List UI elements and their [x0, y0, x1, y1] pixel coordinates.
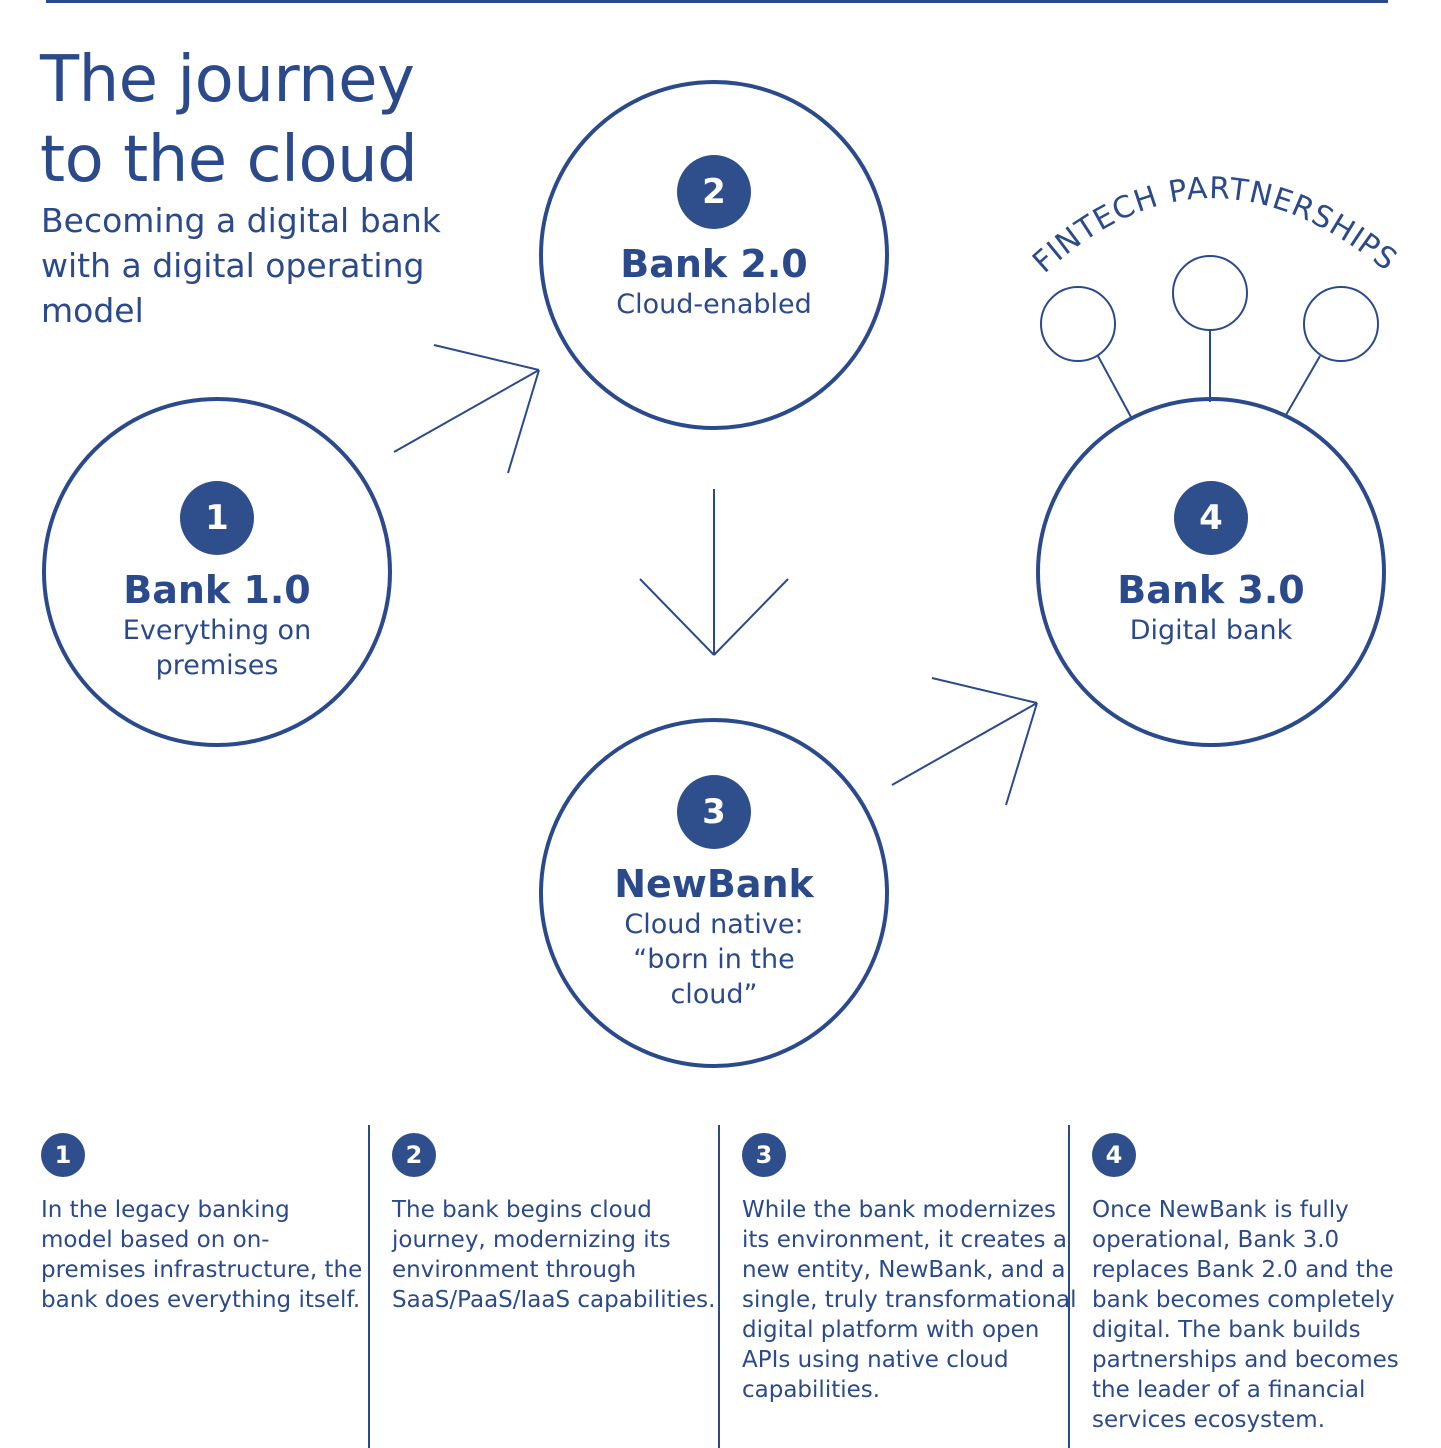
- stage-2-circle: [539, 80, 889, 430]
- stage-name: NewBank: [614, 862, 814, 906]
- stage-description-line: premises: [155, 650, 279, 681]
- stage-newbank: 3 NewBank Cloud native: “born in the clo…: [574, 775, 854, 1012]
- fintech-label-text: FINTECH PARTNERSHIPS: [1026, 171, 1404, 280]
- arrow-3-to-4: [891, 677, 1038, 806]
- step-description: While the bank modernizes its environmen…: [742, 1195, 1077, 1405]
- step-line: journey, modernizing its: [392, 1227, 671, 1253]
- step-4: 4 Once NewBank is fully operational, Ban…: [1092, 1133, 1412, 1435]
- step-3: 3 While the bank modernizes its environm…: [742, 1133, 1077, 1405]
- stage-1-circle: [42, 397, 392, 747]
- step-line: The bank begins cloud: [392, 1197, 652, 1223]
- step-line: SaaS/PaaS/IaaS capabilities.: [392, 1287, 716, 1313]
- stage-number-badge: 1: [180, 481, 254, 555]
- stage-bank-2: 2 Bank 2.0 Cloud-enabled: [574, 155, 854, 322]
- step-description: Once NewBank is fully operational, Bank …: [1092, 1195, 1412, 1435]
- stage-name: Bank 2.0: [620, 242, 808, 286]
- top-rule: [46, 0, 1388, 3]
- column-divider: [368, 1125, 370, 1448]
- stage-description: Everything on premises: [77, 613, 357, 683]
- step-line: bank does everything itself.: [41, 1287, 361, 1313]
- stage-description: Digital bank: [1071, 613, 1351, 648]
- step-line: In the legacy banking: [41, 1197, 290, 1223]
- column-divider: [718, 1125, 720, 1448]
- stage-description-line: Cloud-enabled: [616, 289, 812, 320]
- stage-description-line: Digital bank: [1129, 615, 1293, 646]
- subtitle-line: with a digital operating: [41, 246, 425, 285]
- stage-number-badge: 4: [1174, 481, 1248, 555]
- stage-bank-1: 1 Bank 1.0 Everything on premises: [77, 481, 357, 683]
- arrow-2-to-3: [639, 489, 789, 656]
- step-line: digital platform with open: [742, 1317, 1040, 1343]
- subtitle-line: Becoming a digital bank: [41, 201, 441, 240]
- subtitle-line: model: [41, 291, 144, 330]
- step-line: model based on on-: [41, 1227, 270, 1253]
- fintech-partner-1: [1040, 286, 1132, 418]
- stage-name: Bank 3.0: [1117, 568, 1305, 612]
- step-line: While the bank modernizes: [742, 1197, 1056, 1223]
- step-line: services ecosystem.: [1092, 1407, 1326, 1433]
- step-line: the leader of a financial: [1092, 1377, 1366, 1403]
- step-line: new entity, NewBank, and a: [742, 1257, 1066, 1283]
- step-line: single, truly transformational: [742, 1287, 1077, 1313]
- title-line: to the cloud: [40, 123, 418, 197]
- step-1: 1 In the legacy banking model based on o…: [41, 1133, 363, 1315]
- step-line: premises infrastructure, the: [41, 1257, 363, 1283]
- step-line: its environment, it creates a: [742, 1227, 1067, 1253]
- step-line: digital. The bank builds: [1092, 1317, 1361, 1343]
- step-line: bank becomes completely: [1092, 1287, 1395, 1313]
- stage-description: Cloud native: “born in the cloud”: [574, 907, 854, 1012]
- step-number-badge: 1: [41, 1133, 85, 1177]
- arrow-1-to-2: [393, 344, 540, 474]
- step-description: In the legacy banking model based on on-…: [41, 1195, 363, 1315]
- fintech-partner-2: [1172, 255, 1248, 402]
- page-subtitle: Becoming a digital bank with a digital o…: [41, 198, 441, 333]
- stage-description-line: cloud”: [670, 979, 758, 1010]
- page-title: The journey to the cloud: [40, 40, 418, 200]
- step-number-badge: 2: [392, 1133, 436, 1177]
- fintech-partnerships-label: FINTECH PARTNERSHIPS: [1026, 171, 1404, 280]
- title-line: The journey: [40, 43, 415, 117]
- step-line: replaces Bank 2.0 and the: [1092, 1257, 1394, 1283]
- step-line: operational, Bank 3.0: [1092, 1227, 1340, 1253]
- step-description: The bank begins cloud journey, modernizi…: [392, 1195, 716, 1315]
- step-2: 2 The bank begins cloud journey, moderni…: [392, 1133, 716, 1315]
- step-line: APIs using native cloud: [742, 1347, 1009, 1373]
- stage-name: Bank 1.0: [123, 568, 311, 612]
- stage-number-badge: 2: [677, 155, 751, 229]
- stage-3-circle: [539, 718, 889, 1068]
- step-line: capabilities.: [742, 1377, 881, 1403]
- stage-bank-3: 4 Bank 3.0 Digital bank: [1071, 481, 1351, 648]
- column-divider: [1068, 1125, 1070, 1448]
- stage-description-line: Everything on: [122, 615, 312, 646]
- stage-number-badge: 3: [677, 775, 751, 849]
- step-line: Once NewBank is fully: [1092, 1197, 1349, 1223]
- step-line: environment through: [392, 1257, 637, 1283]
- step-number-badge: 4: [1092, 1133, 1136, 1177]
- stage-description-line: “born in the: [633, 944, 795, 975]
- step-line: partnerships and becomes: [1092, 1347, 1399, 1373]
- step-number-badge: 3: [742, 1133, 786, 1177]
- stage-description-line: Cloud native:: [624, 909, 804, 940]
- stage-description: Cloud-enabled: [574, 287, 854, 322]
- fintech-partner-3: [1285, 286, 1379, 416]
